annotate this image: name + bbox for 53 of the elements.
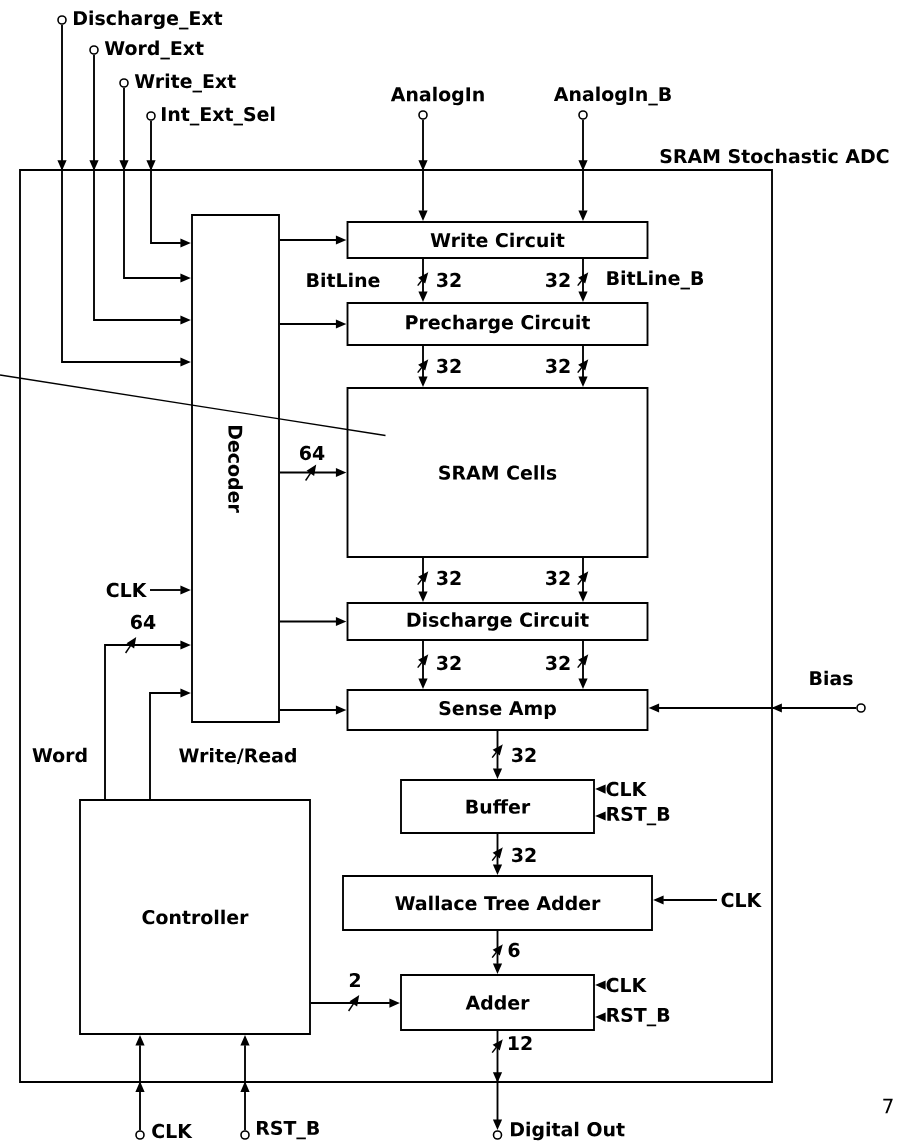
signal-label: CLK xyxy=(606,977,647,993)
terminal-pin: AnalogIn_B xyxy=(553,86,671,120)
signal-label: BitLine xyxy=(307,272,380,288)
edge-label: 32 xyxy=(434,357,464,375)
signal-label: CLK xyxy=(106,582,147,598)
terminal-pin: Write_Ext xyxy=(119,73,236,93)
terminal-pin: AnalogIn xyxy=(390,86,484,120)
node-label: AnalogIn xyxy=(390,86,484,106)
edge-label: 32 xyxy=(434,569,464,587)
circuit-block: SRAM Cells xyxy=(346,387,649,558)
terminal-pin: RST_B xyxy=(240,1120,319,1140)
edge-label: 32 xyxy=(509,846,539,864)
node-label: AnalogIn_B xyxy=(553,86,671,106)
circuit-block: Adder xyxy=(400,974,595,1031)
circuit-block: Discharge Circuit xyxy=(346,602,649,641)
edge-label: 32 xyxy=(543,654,573,672)
terminal-pin: CLK xyxy=(135,1123,193,1140)
signal-label: CLK xyxy=(606,781,647,797)
edge-label: Write/Read xyxy=(177,746,299,766)
signal-label: Word xyxy=(32,747,87,763)
controller-block: Controller xyxy=(79,799,311,1035)
edge-label: 64 xyxy=(128,613,158,631)
leader-line xyxy=(0,374,387,437)
edge-label: 32 xyxy=(543,569,573,587)
edge-label: 32 xyxy=(434,271,464,289)
node-label: SRAM Stochastic ADC xyxy=(660,148,889,164)
terminal-pin: Bias xyxy=(810,670,866,713)
edge-label: 32 xyxy=(509,746,539,764)
terminal-pin: Word_Ext xyxy=(89,40,204,60)
circuit-block: Write Circuit xyxy=(346,221,649,259)
edge-label: 2 xyxy=(347,971,363,989)
signal-label: RST_B xyxy=(607,806,670,826)
circuit-block: Sense Amp xyxy=(346,689,649,731)
circuit-block: Buffer xyxy=(400,779,595,834)
signal-label: RST_B xyxy=(607,1007,670,1027)
circuit-block: Precharge Circuit xyxy=(346,302,649,346)
edge-label: 6 xyxy=(506,941,522,959)
decoder-block: Decoder xyxy=(191,214,280,723)
terminal-pin: Int_Ext_Sel xyxy=(146,106,275,126)
signal-label: CLK xyxy=(721,892,762,908)
terminal-pin: Discharge_Ext xyxy=(57,10,223,30)
page-number: 7 xyxy=(883,1098,893,1114)
edge-label: 32 xyxy=(434,654,464,672)
edge-label: 32 xyxy=(543,357,573,375)
node-label: Bias xyxy=(810,670,853,686)
edge-label: 64 xyxy=(297,444,327,462)
circuit-block: Wallace Tree Adder xyxy=(342,875,653,931)
edge-label: 12 xyxy=(505,1034,535,1052)
node-label: RST_B xyxy=(257,1120,319,1140)
edge-label: 32 xyxy=(543,271,573,289)
node-label: CLK xyxy=(152,1123,193,1139)
signal-label: BitLine_B xyxy=(607,270,704,290)
terminal-pin: Digital Out xyxy=(492,1121,625,1141)
